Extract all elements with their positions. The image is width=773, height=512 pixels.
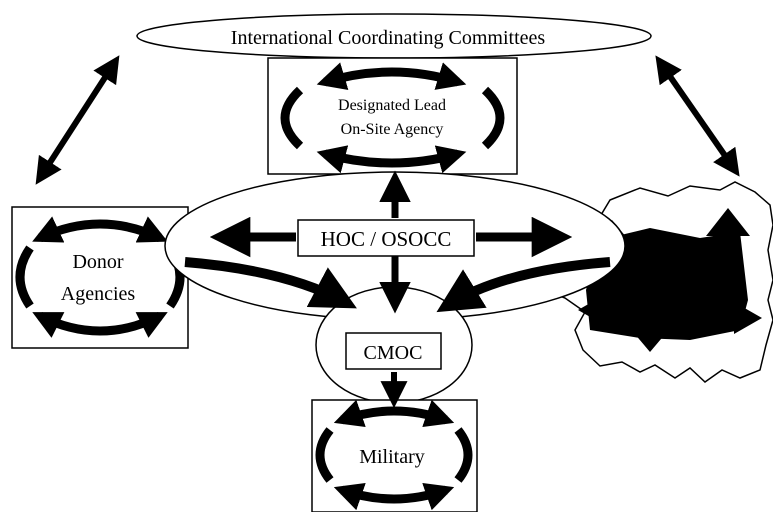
lead-agency-cycle-icon	[280, 62, 505, 174]
committees-label: International Coordinating Committees	[231, 27, 546, 49]
cmoc-label: CMOC	[364, 342, 423, 364]
arrow-donor-cmoc	[184, 257, 357, 309]
lead-agency-label-line2: On-Site Agency	[341, 121, 444, 138]
arrow-affected-cmoc	[436, 257, 611, 313]
donor-agencies-node: Donor Agencies	[11, 206, 189, 349]
military-label: Military	[359, 446, 425, 468]
lead-agency-node: Designated Lead On-Site Agency	[267, 57, 518, 175]
military-node: Military	[311, 399, 478, 512]
hoc-label-box: HOC / OSOCC	[297, 219, 475, 257]
hoc-label: HOC / OSOCC	[321, 227, 452, 251]
military-cycle-icon	[315, 399, 473, 511]
arrow-committees-affected	[655, 55, 740, 177]
arrow-committees-donor	[35, 55, 120, 185]
donor-label-line2: Agencies	[61, 283, 136, 305]
committees-node: International Coordinating Committees	[136, 13, 652, 59]
cmoc-label-box: CMOC	[345, 332, 442, 370]
donor-label-line1: Donor	[72, 251, 123, 273]
connector-arrows	[35, 55, 740, 409]
lead-agency-label-line1: Designated Lead	[338, 97, 446, 114]
